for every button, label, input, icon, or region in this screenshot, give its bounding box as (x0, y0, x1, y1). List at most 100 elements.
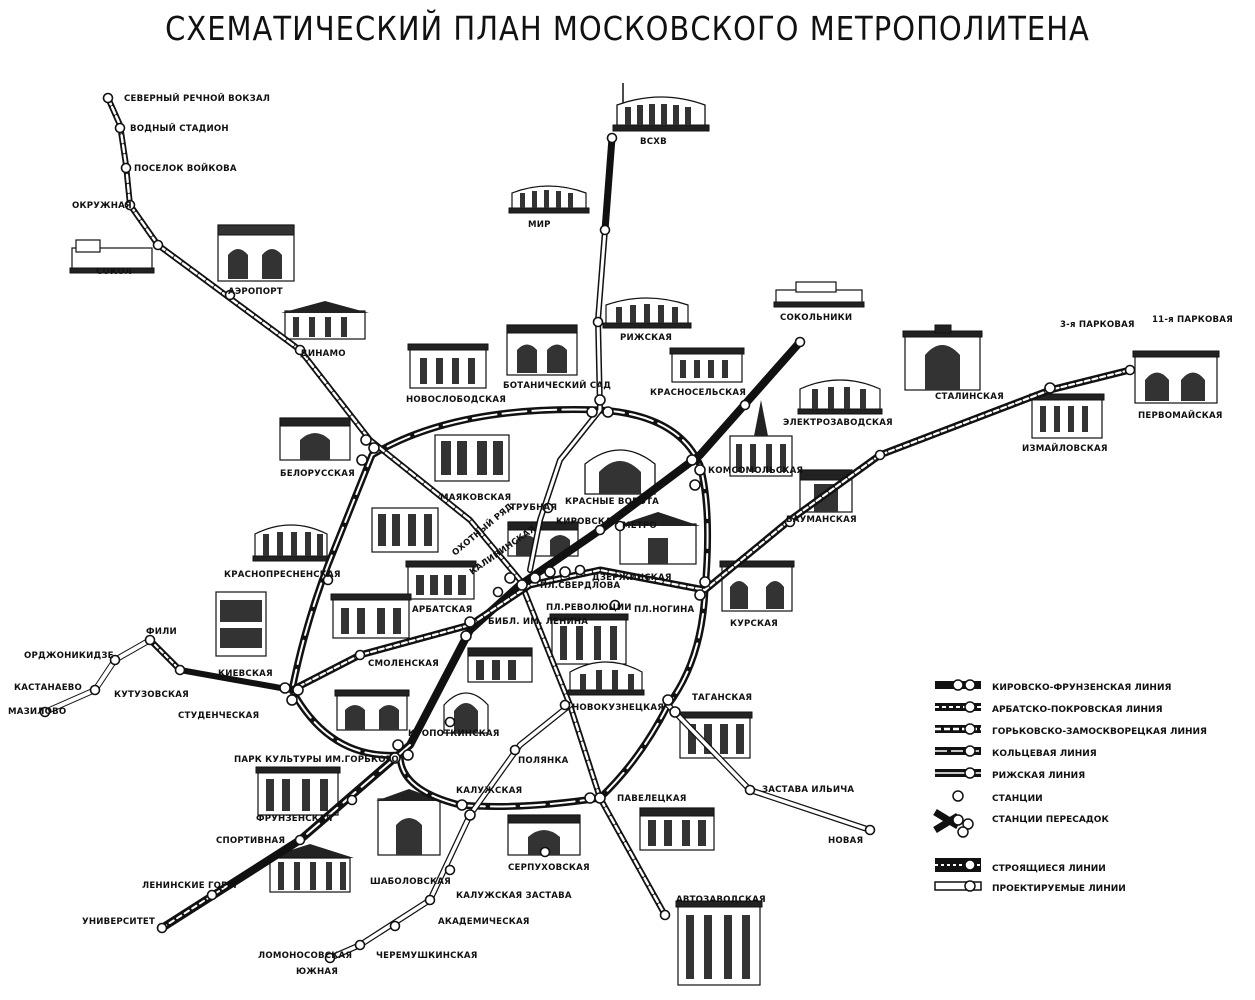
label-aeroport: АЭРОПОРТ (228, 287, 283, 297)
label-taganskaya: ТАГАНСКАЯ (692, 693, 752, 703)
label-izmaylovskaya: ИЗМАЙЛОВСКАЯ (1022, 442, 1108, 454)
building-krasnopresnenskaya (252, 524, 330, 562)
svg-text:РИЖСКАЯ ЛИНИЯ: РИЖСКАЯ ЛИНИЯ (992, 771, 1085, 781)
label-novoslobodskaya: НОВОСЛОБОДСКАЯ (406, 395, 506, 405)
building-kirovskaya (507, 521, 579, 557)
label-frunzenskaya: ФРУНЗЕНСКАЯ (256, 814, 333, 824)
label-sokolniki: СОКОЛЬНИКИ (780, 313, 852, 323)
label-botanichesky-sad: БОТАНИЧЕСКИЙ САД (503, 379, 611, 391)
legend-rizhskaya: РИЖСКАЯ ЛИНИЯ (935, 767, 1085, 781)
legend-projected: ПРОЕКТИРУЕМЫЕ ЛИНИИ (934, 880, 1126, 894)
building-shabolovskaya (376, 789, 442, 856)
building-pervomayskaya (1132, 350, 1220, 404)
label-baumanskaya: БАУМАНСКАЯ (786, 515, 857, 525)
label-novaya: НОВАЯ (828, 836, 863, 846)
label-leninskie-gory: ЛЕНИНСКИЕ ГОРЫ (142, 881, 237, 891)
label-okruzhnaya: ОКРУЖНАЯ (72, 201, 132, 211)
label-pl-sverdlova: ПЛ.СВЕРДЛОВА (540, 581, 620, 591)
label-poselok-voykova: ПОСЕЛОК ВОЙКОВА (134, 162, 237, 174)
building-smolenskaya (330, 593, 412, 639)
building-belorusskaya (279, 417, 351, 461)
building-novoslobodskaya (407, 343, 489, 389)
station-markers (39, 92, 1136, 964)
label-pervomayskaya: ПЕРВОМАЙСКАЯ (1138, 409, 1223, 421)
building-pl-revolyutsii (549, 613, 629, 665)
label-kaluzhskaya-zastava: КАЛУЖСКАЯ ЗАСТАВА (456, 891, 572, 901)
legend-gorkovsko-zamoskvoretskaya: ГОРЬКОВСКО-ЗАМОСКВОРЕЦКАЯ ЛИНИЯ (935, 723, 1207, 737)
label-3-parkovaya: 3-я ПАРКОВАЯ (1060, 320, 1135, 330)
label-komsomolskaya: КОМСОМОЛЬСКАЯ (708, 466, 803, 476)
building-komsomolskaya (729, 400, 793, 477)
label-krasnye-vorota: КРАСНЫЕ ВОРОТА (565, 497, 659, 507)
label-kastanaevo: КАСТАНАЕВО (14, 683, 82, 693)
legend-kirovsko-frunzenskaya: КИРОВСКО-ФРУНЗЕНСКАЯ ЛИНИЯ (935, 679, 1171, 693)
label-mazilovo: МАЗИЛОВО (8, 707, 66, 717)
svg-text:АРБАТСКО-ПОКРОВСКАЯ ЛИНИЯ: АРБАТСКО-ПОКРОВСКАЯ ЛИНИЯ (992, 705, 1163, 715)
label-kievskaya: КИЕВСКАЯ (218, 669, 273, 679)
legend-koltsevaya: КОЛЬЦЕВАЯ ЛИНИЯ (935, 745, 1097, 759)
label-serpukhovskaya: СЕРПУХОВСКАЯ (508, 863, 590, 873)
label-cheremushkinskaya: ЧЕРЕМУШКИНСКАЯ (376, 951, 478, 961)
label-bibl-lenina: БИБЛ. ИМ. ЛЕНИНА (488, 617, 588, 627)
label-krasnopresnenskaya: КРАСНОПРЕСНЕНСКАЯ (224, 570, 341, 580)
label-11-parkovaya: 11-я ПАРКОВАЯ (1152, 315, 1233, 325)
building-avtozavodskaya (675, 900, 763, 986)
building-stalinskaya (902, 324, 983, 391)
building-kalininskaya (405, 560, 477, 600)
svg-text:ПРОЕКТИРУЕМЫЕ ЛИНИИ: ПРОЕКТИРУЕМЫЕ ЛИНИИ (992, 884, 1126, 894)
label-metro: МЕТРО (622, 521, 657, 531)
svg-text:КОЛЬЦЕВАЯ ЛИНИЯ: КОЛЬЦЕВАЯ ЛИНИЯ (992, 749, 1097, 759)
legend-arbatsko-pokrovskaya: АРБАТСКО-ПОКРОВСКАЯ ЛИНИЯ (935, 701, 1163, 715)
building-paveletskaya (639, 807, 715, 851)
label-kurskaya: КУРСКАЯ (730, 619, 778, 629)
label-paveletskaya: ПАВЕЛЕЦКАЯ (617, 794, 687, 804)
svg-text:КИРОВСКО-ФРУНЗЕНСКАЯ ЛИНИЯ: КИРОВСКО-ФРУНЗЕНСКАЯ ЛИНИЯ (992, 683, 1171, 693)
label-dzerzhinskaya: ДЗЕРЖИНСКАЯ (592, 573, 672, 583)
building-rizhskaya (602, 297, 692, 329)
building-kievskaya (215, 591, 267, 657)
label-sokol: СОКОЛ (96, 267, 132, 277)
label-vskhv: ВСХВ (640, 137, 667, 147)
label-vodny-stadion: ВОДНЫЙ СТАДИОН (130, 122, 229, 134)
label-ordzhonikidze: ОРДЖОНИКИДЗЕ (24, 651, 114, 661)
label-mayakovskaya: МАЯКОВСКАЯ (440, 493, 511, 503)
building-bibl-lenina (467, 647, 533, 683)
legend-under-construction: СТРОЯЩИЕСЯ ЛИНИИ (935, 858, 1106, 874)
label-stalinskaya: СТАЛИНСКАЯ (935, 392, 1004, 402)
label-kropotkinskaya: КРОПОТКИНСКАЯ (408, 729, 500, 739)
label-mir: МИР (528, 220, 551, 230)
building-mayakovskaya (434, 434, 510, 482)
svg-text:СТАНЦИИ: СТАНЦИИ (992, 794, 1043, 804)
label-pl-revolyutsii: ПЛ.РЕВОЛЮЦИИ (546, 603, 632, 613)
building-dzerzhinskaya (616, 512, 700, 565)
building-botanichesky (506, 324, 578, 376)
station-buildings (69, 83, 1220, 986)
building-park-kultury (255, 766, 341, 816)
label-belorusskaya: БЕЛОРУССКАЯ (280, 469, 355, 479)
legend-stations: СТАНЦИИ (952, 790, 1043, 804)
label-kaluzhskaya: КАЛУЖСКАЯ (456, 786, 522, 796)
label-trubnaya: ТРУБНАЯ (510, 503, 557, 513)
building-okhotny-ryad (371, 507, 439, 553)
svg-text:ГОРЬКОВСКО-ЗАМОСКВОРЕЦКАЯ ЛИНИ: ГОРЬКОВСКО-ЗАМОСКВОРЕЦКАЯ ЛИНИЯ (992, 727, 1207, 737)
label-novokuznetskaya: НОВОКУЗНЕЦКАЯ (572, 703, 664, 713)
label-severny-rechnoy: СЕВЕРНЫЙ РЕЧНОЙ ВОКЗАЛ (124, 92, 270, 104)
building-sokolniki (773, 281, 865, 308)
building-sokol (69, 239, 155, 274)
label-lomonosovskaya: ЛОМОНОСОВСКАЯ (258, 951, 352, 961)
label-akademicheskaya: АКАДЕМИЧЕСКАЯ (438, 917, 530, 927)
label-pl-nogina: ПЛ.НОГИНА (634, 605, 695, 615)
legend: КИРОВСКО-ФРУНЗЕНСКАЯ ЛИНИЯ АРБАТСКО-ПОКР… (933, 679, 1207, 894)
building-vskhv (612, 83, 710, 132)
label-kutuzovskaya: КУТУЗОВСКАЯ (114, 690, 189, 700)
label-park-kultury: ПАРК КУЛЬТУРЫ ИМ.ГОРЬКОГО (234, 755, 399, 765)
label-dinamo: ДИНАМО (300, 349, 346, 359)
building-krasnye-vorota (584, 449, 656, 495)
label-polyanka: ПОЛЯНКА (518, 756, 569, 766)
svg-text:СТРОЯЩИЕСЯ ЛИНИИ: СТРОЯЩИЕСЯ ЛИНИИ (992, 864, 1106, 874)
building-kurskaya (719, 560, 795, 612)
building-nogina (567, 661, 645, 696)
label-arbatskaya: АРБАТСКАЯ (412, 605, 472, 615)
svg-text:СТАНЦИИ ПЕРЕСАДОК: СТАНЦИИ ПЕРЕСАДОК (992, 815, 1109, 825)
